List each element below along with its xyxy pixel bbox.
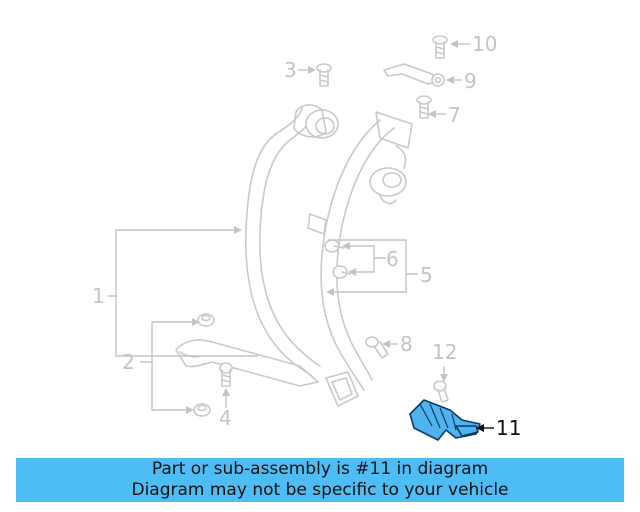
- nut-part-2-upper: [197, 313, 215, 327]
- callout-12: 12: [432, 340, 457, 364]
- bolt-part-3: [316, 63, 332, 87]
- callout-labels: 1 2 3 4 5 6 7 8 9 10 12 11: [92, 32, 521, 440]
- callout-9: 9: [464, 69, 477, 93]
- bolt-part-10: [432, 35, 448, 59]
- seat-belt-right-assembly: [307, 111, 413, 407]
- banner-line-1: Part or sub-assembly is #11 in diagram: [151, 459, 489, 479]
- callout-2: 2: [122, 350, 135, 374]
- callout-7: 7: [448, 103, 461, 127]
- callout-4: 4: [219, 406, 232, 430]
- bracket-part-9: [383, 63, 445, 87]
- bolt-part-12: [433, 380, 449, 403]
- callout-10: 10: [472, 32, 497, 56]
- highlighted-part-11[interactable]: [409, 399, 481, 441]
- nut-part-2-lower: [193, 403, 211, 417]
- bolt-part-7: [416, 95, 432, 119]
- clip-part-6: [324, 239, 351, 279]
- callout-6: 6: [386, 247, 399, 271]
- callout-11: 11: [496, 416, 521, 440]
- bolt-part-8: [365, 336, 389, 359]
- bolt-part-4: [219, 362, 233, 387]
- callout-5: 5: [420, 263, 433, 287]
- callout-8: 8: [400, 332, 413, 356]
- part-info-banner: Part or sub-assembly is #11 in diagram D…: [16, 458, 624, 502]
- callout-1: 1: [92, 284, 105, 308]
- leader-lines: [108, 40, 494, 432]
- banner-line-2: Diagram may not be specific to your vehi…: [131, 480, 509, 500]
- callout-3: 3: [284, 58, 297, 82]
